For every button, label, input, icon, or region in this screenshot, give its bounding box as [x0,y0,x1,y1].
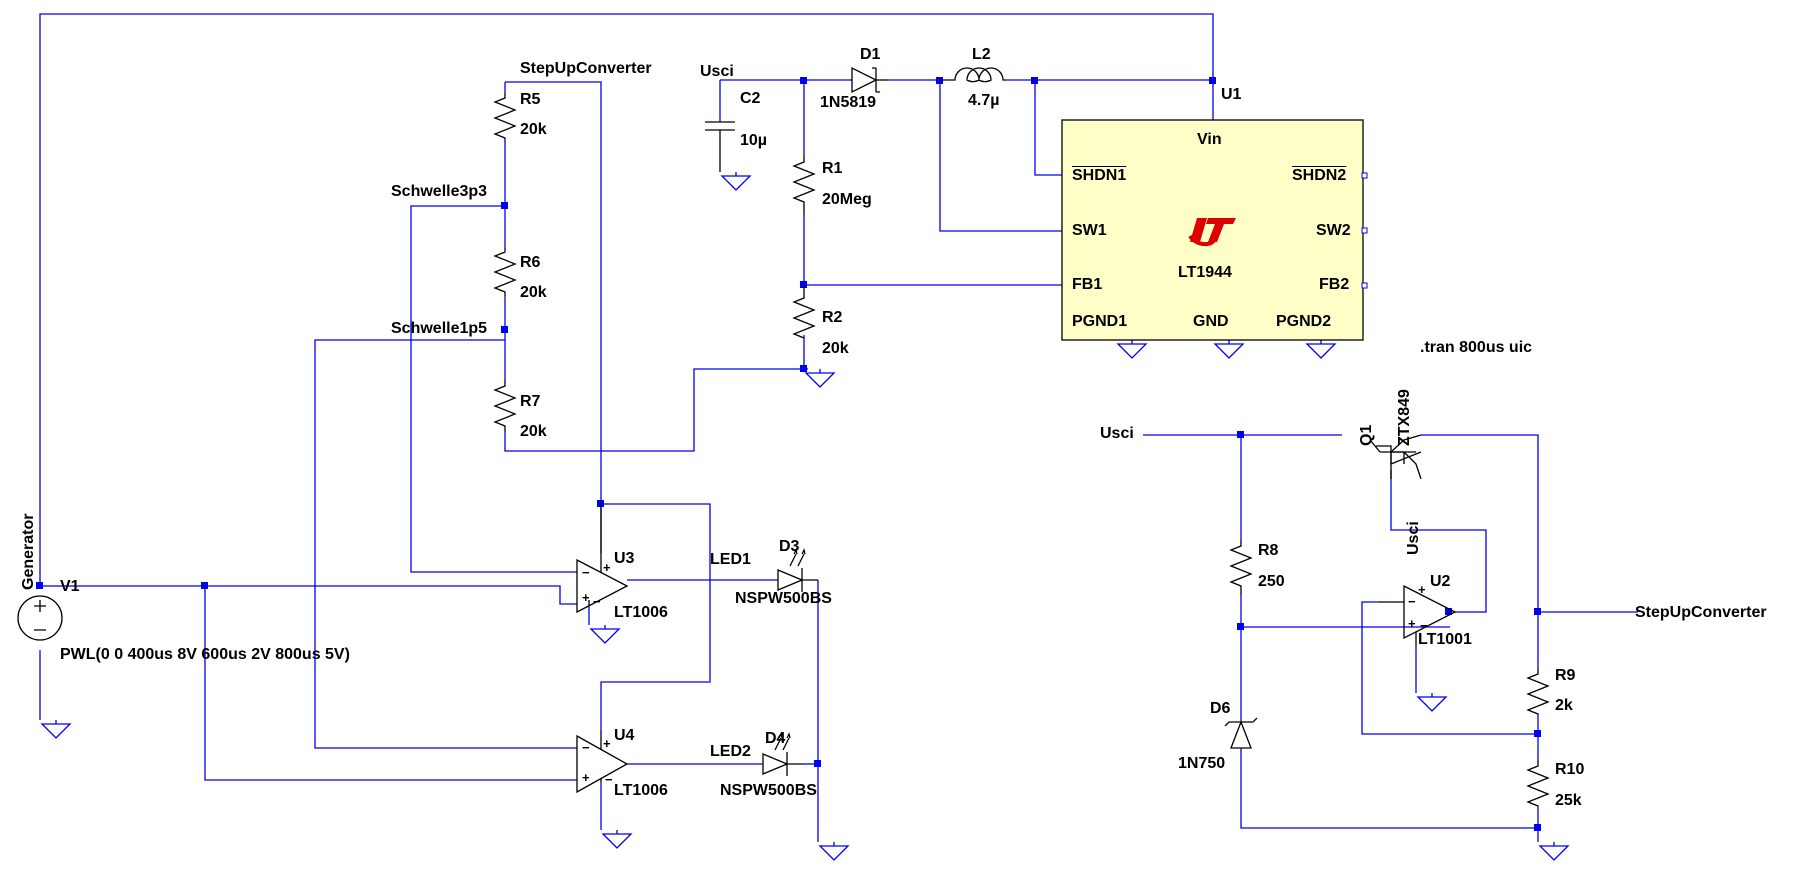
net-label-usci-right: Usci [1100,425,1134,442]
value-r8: 250 [1258,573,1285,590]
value-r9: 2k [1555,697,1573,714]
net-label-usci-u2: Usci [1405,521,1422,555]
inductor-l2 [940,67,1006,83]
opamp-u3 [576,504,629,614]
value-r6: 20k [520,284,547,301]
u1-pin-pgnd1: PGND1 [1072,313,1128,330]
value-u1: LT1944 [1178,264,1232,281]
u2-plus-top: + [1418,582,1426,597]
net-label-schwelle3p3: Schwelle3p3 [391,183,488,200]
ref-u2: U2 [1430,573,1451,590]
opamp-u2 [1378,584,1457,646]
value-r10: 25k [1555,792,1582,809]
u1-pin-fb2: FB2 [1319,276,1350,293]
junction-dots [36,77,1541,831]
value-d1: 1N5819 [820,94,877,111]
u2-minus-in: − [1408,594,1416,609]
net-label-generator: Generator [20,513,37,590]
linear-technology-logo-icon [1188,218,1236,247]
opamp-u4 [576,730,629,794]
spice-directive: .tran 800us uic [1420,339,1533,356]
u1-pin-gnd: GND [1193,313,1229,330]
u4-minus-bottom: − [605,772,613,787]
wires [39,13,1638,842]
value-c2: 10µ [740,132,768,149]
ref-l2: L2 [972,46,991,63]
u1-pin-shdn1: SHDN1 [1072,167,1127,184]
net-label-stepupconverter-top: StepUpConverter [520,60,652,77]
ref-r6: R6 [520,254,541,271]
net-label-led1: LED1 [710,551,751,568]
transistor-q1 [1369,434,1422,480]
u4-plus-in: + [582,770,590,785]
u1-pin-sw2: SW2 [1316,222,1351,239]
u1-pin-pgnd2: PGND2 [1276,313,1332,330]
u1-pin-vin: Vin [1197,131,1222,148]
u2-plus-in: + [1408,616,1416,631]
ref-u1: U1 [1221,86,1242,103]
value-d6: 1N750 [1178,755,1226,772]
ref-r9: R9 [1555,667,1576,684]
ref-q1: Q1 [1358,424,1375,446]
ref-r1: R1 [822,160,843,177]
net-label-usci-top: Usci [700,63,734,80]
value-q1: ZTX849 [1396,389,1413,446]
ref-r5: R5 [520,91,541,108]
u1-pin-sw1: SW1 [1072,222,1107,239]
u1-pin-fb1: FB1 [1072,276,1103,293]
ref-c2: C2 [740,90,761,107]
ref-v1: V1 [60,578,80,595]
led-d4 [762,732,803,776]
u2-minus-bottom: − [1420,618,1428,633]
led-d3 [777,548,818,592]
ref-d4: D4 [765,730,786,747]
value-u4: LT1006 [614,782,668,799]
value-r2: 20k [822,340,849,357]
ref-d1: D1 [860,46,881,63]
voltage-source-v1 [17,595,71,739]
u3-plus-in: + [582,590,590,605]
value-r1: 20Meg [822,191,872,208]
value-l2: 4.7µ [968,92,1000,109]
ref-u3: U3 [614,550,635,567]
ref-r10: R10 [1555,761,1585,778]
u3-minus-bottom: − [593,594,601,609]
ref-r2: R2 [822,309,843,326]
ref-d6: D6 [1210,700,1231,717]
ref-r7: R7 [520,393,541,410]
net-label-led2: LED2 [710,743,751,760]
ref-d3: D3 [779,538,800,555]
capacitor-c2 [705,121,751,191]
u4-plus-top: + [603,736,611,751]
value-r5: 20k [520,121,547,138]
u3-minus-in: − [582,565,590,580]
value-r7: 20k [520,423,547,440]
value-u3: LT1006 [614,604,668,621]
u3-plus-top: + [603,560,611,575]
net-label-stepupconverter-right: StepUpConverter [1635,604,1767,621]
ref-r8: R8 [1258,542,1279,559]
schottky-diode-d1 [851,66,888,94]
u1-pin-shdn2: SHDN2 [1292,167,1347,184]
net-label-schwelle1p5: Schwelle1p5 [391,320,488,337]
zener-diode-d6 [1224,717,1258,749]
ref-u4: U4 [614,727,635,744]
resistors [493,93,1550,807]
value-d4: NSPW500BS [720,782,817,799]
u4-minus-in: − [582,740,590,755]
value-d3: NSPW500BS [735,590,832,607]
value-u2: LT1001 [1418,631,1472,648]
value-v1: PWL(0 0 400us 8V 600us 2V 800us 5V) [60,646,350,663]
ic-u1-lt1944 [1061,119,1368,341]
